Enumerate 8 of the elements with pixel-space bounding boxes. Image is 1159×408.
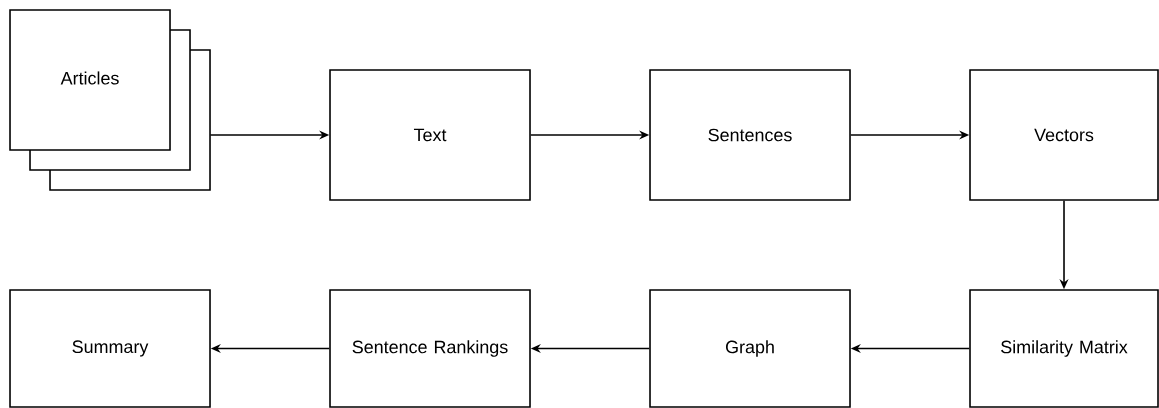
process-box: Text	[329, 69, 531, 201]
process-box: Graph	[649, 289, 851, 408]
process-box: Similarity Matrix	[969, 289, 1159, 408]
process-box: Sentence Rankings	[329, 289, 531, 408]
process-box: Vectors	[969, 69, 1159, 201]
document-stack: Articles	[9, 9, 211, 191]
process-box: Sentences	[649, 69, 851, 201]
process-box: Summary	[9, 289, 211, 408]
